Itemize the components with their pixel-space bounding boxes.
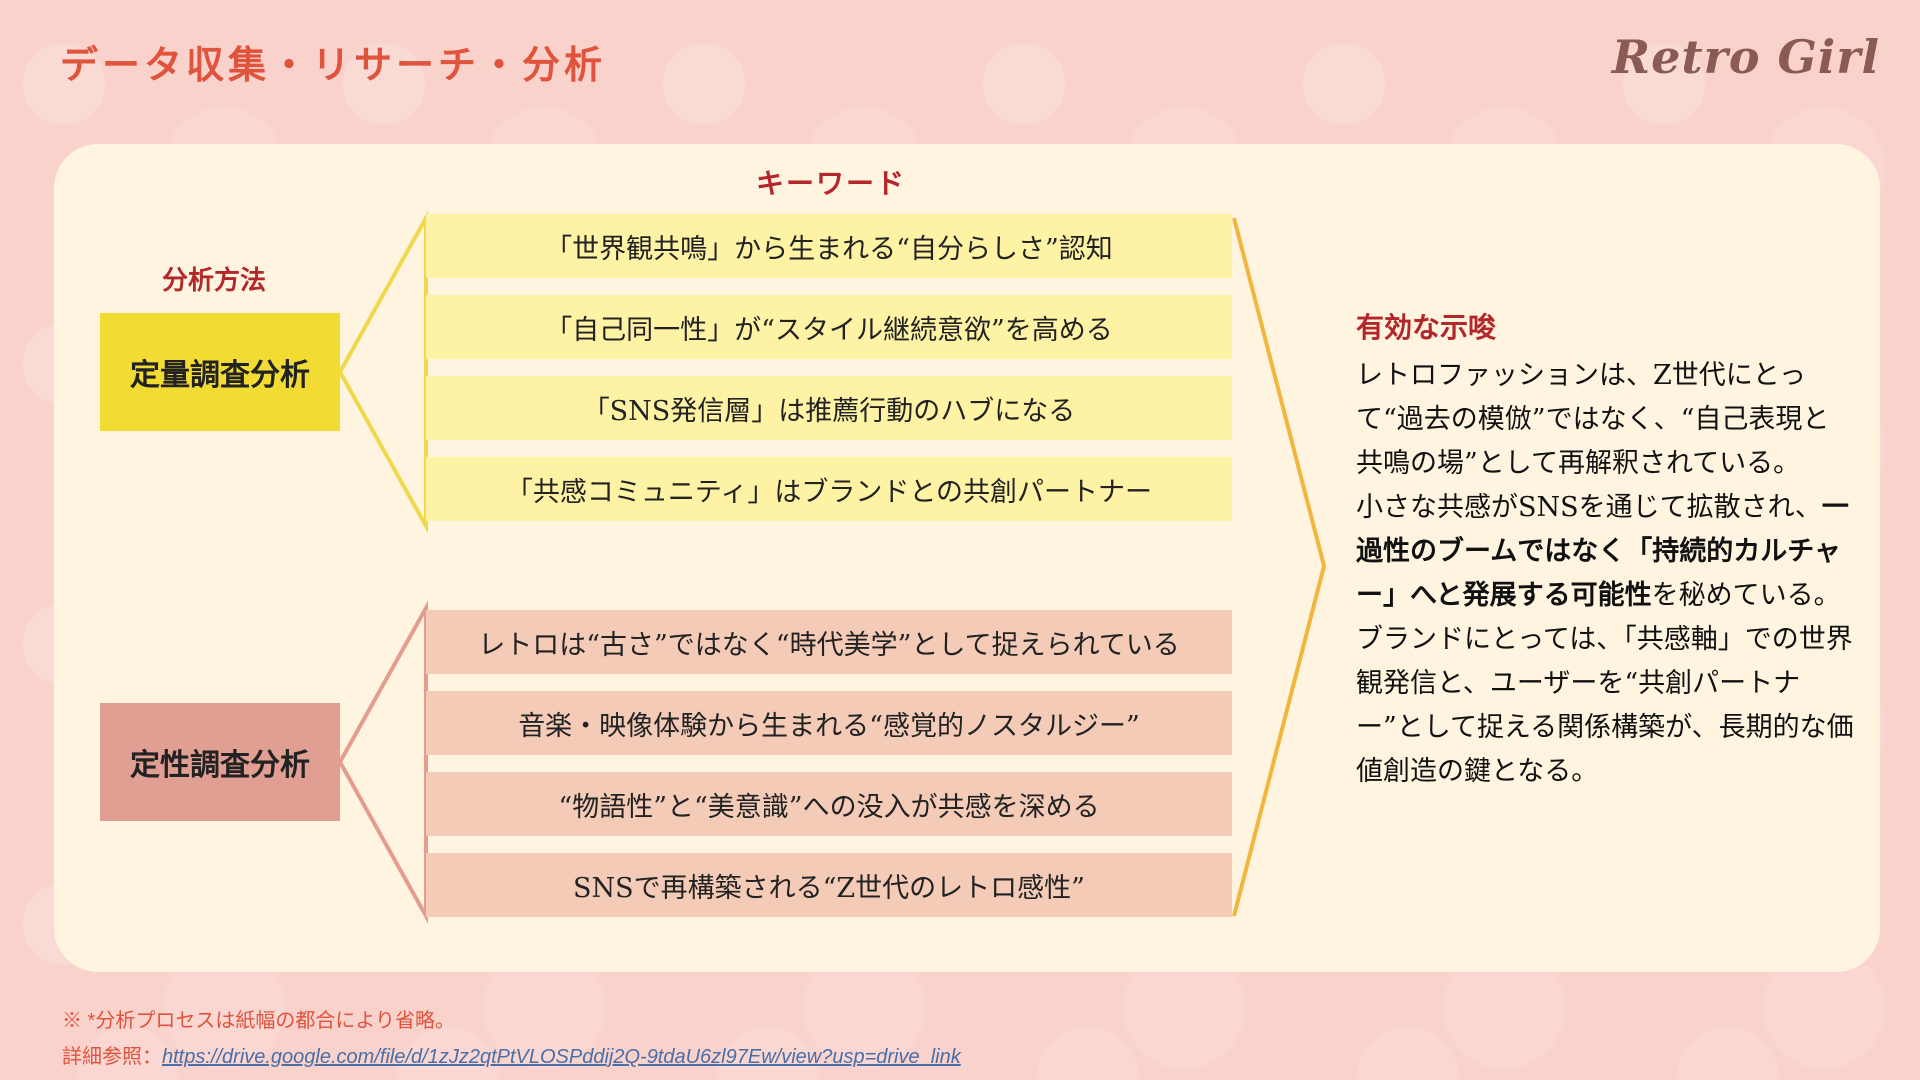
implication-paragraph-3: ブランドにとっては、「共感軸」での世界観発信と、ユーザーを“共創パートナー”とし…: [1356, 624, 1854, 787]
quant-keyword-1: 「世界観共鳴」から生まれる“自分らしさ”認知: [426, 214, 1232, 278]
implication-bracket: [1232, 217, 1327, 917]
implication-section: 有効な示唆 レトロファッションは、Z世代にとって“過去の模倣”ではなく、“自己表…: [1356, 306, 1856, 794]
implication-p2-lead: 小さな共感がSNSを通じて拡散され、: [1356, 492, 1822, 523]
keyword-heading: キーワード: [756, 167, 907, 200]
qual-keyword-4: SNSで再構築される“Z世代のレトロ感性”: [426, 853, 1232, 917]
page-title: データ収集・リサーチ・分析: [60, 43, 607, 87]
method-heading: 分析方法: [162, 266, 267, 296]
qual-keyword-2: 音楽・映像体験から生まれる“感覚的ノスタルジー”: [426, 691, 1232, 755]
quant-bracket: [338, 210, 428, 534]
qual-keyword-3: “物語性”と“美意識”への没入が共感を深める: [426, 772, 1232, 836]
implication-p2-emphasis: 一過性のブームではなく「持続的カルチャー」へと発展する可能性: [1356, 492, 1849, 611]
reference-line: 詳細参照：https://drive.google.com/file/d/1zJ…: [62, 1040, 961, 1069]
reference-label: 詳細参照：: [62, 1046, 162, 1068]
implication-title: 有効な示唆: [1356, 311, 1497, 344]
qualitative-analysis-box: 定性調査分析: [100, 703, 340, 821]
quantitative-analysis-box: 定量調査分析: [100, 313, 340, 431]
implication-paragraph-2: 小さな共感がSNSを通じて拡散され、一過性のブームではなく「持続的カルチャー」へ…: [1356, 486, 1856, 618]
quant-keyword-4: 「共感コミュニティ」はブランドとの共創パートナー: [426, 457, 1232, 521]
quant-keyword-2: 「自己同一性」が“スタイル継続意欲”を高める: [426, 295, 1232, 359]
qual-bracket: [338, 600, 428, 924]
qual-keyword-1: レトロは“古さ”ではなく“時代美学”として捉えられている: [426, 610, 1232, 674]
implication-body: レトロファッションは、Z世代にとって“過去の模倣”ではなく、“自己表現と共鳴の場…: [1356, 354, 1856, 794]
quant-keyword-3: 「SNS発信層」は推薦行動のハブになる: [426, 376, 1232, 440]
brand-logo: Retro Girl: [1611, 30, 1880, 84]
implication-p2-tail: を秘めている。: [1651, 580, 1841, 611]
implication-paragraph-1: レトロファッションは、Z世代にとって“過去の模倣”ではなく、“自己表現と共鳴の場…: [1356, 360, 1830, 479]
reference-link[interactable]: https://drive.google.com/file/d/1zJz2qtP…: [162, 1046, 961, 1068]
footnote: ※ *分析プロセスは紙幅の都合により省略。: [62, 1010, 455, 1032]
